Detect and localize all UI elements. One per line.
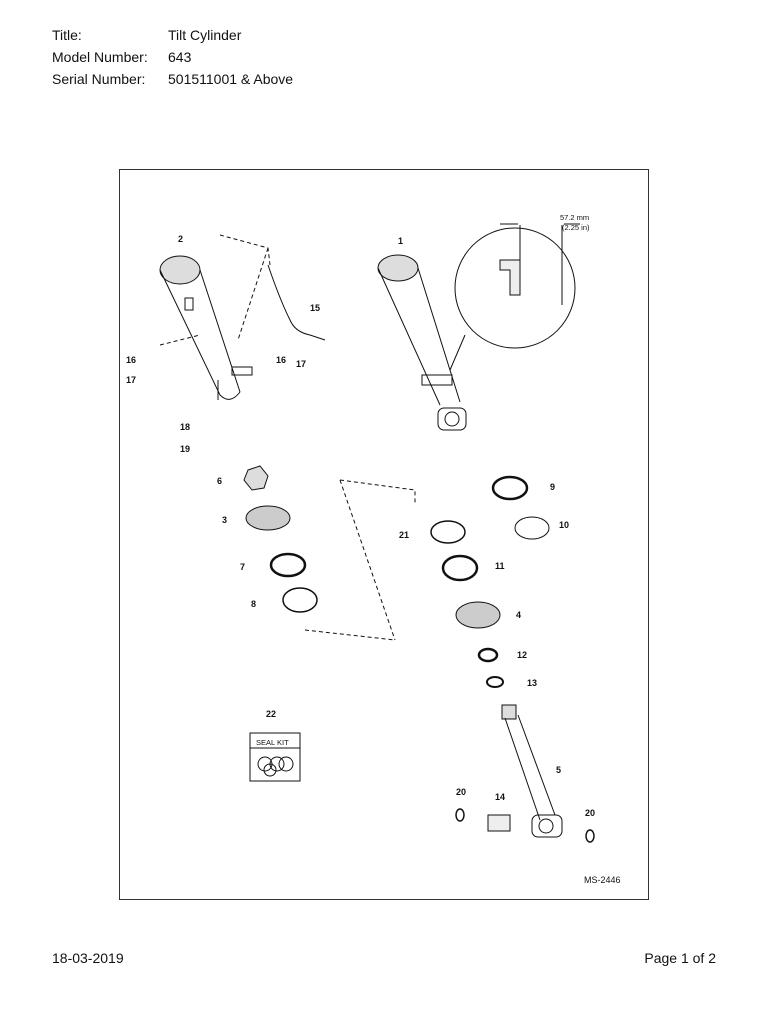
- callout-13: 13: [527, 678, 537, 688]
- title-key: Title:: [52, 27, 82, 43]
- callout-1: 1: [398, 236, 403, 246]
- seal-kit-box: [249, 732, 301, 782]
- piston-part-4: [455, 601, 501, 629]
- dimension-in: (2.25 in): [562, 223, 590, 232]
- serial-value: 501511001 & Above: [168, 71, 294, 87]
- callout-17a: 17: [126, 375, 136, 385]
- callout-8: 8: [251, 599, 256, 609]
- callout-22: 22: [266, 709, 276, 719]
- hydraulic-tube-part-15: [267, 264, 326, 341]
- callout-15: 15: [310, 303, 320, 313]
- nut-part-6: [243, 465, 269, 491]
- callout-6: 6: [217, 476, 222, 486]
- callout-21: 21: [399, 530, 409, 540]
- callout-16b: 16: [276, 355, 286, 365]
- callout-19: 19: [180, 444, 190, 454]
- callout-20a: 20: [456, 787, 466, 797]
- dimension-mm: 57.2 mm: [560, 213, 589, 222]
- rod-part-5: [501, 704, 563, 838]
- detail-circle: [454, 227, 576, 349]
- callout-5: 5: [556, 765, 561, 775]
- callout-16a: 16: [126, 355, 136, 365]
- callout-9: 9: [550, 482, 555, 492]
- drawing-code: MS-2446: [584, 875, 621, 885]
- title-value: Tilt Cylinder: [168, 27, 242, 43]
- seal-kit-label: SEAL KIT: [256, 738, 289, 747]
- model-value: 643: [168, 49, 192, 65]
- callout-7: 7: [240, 562, 245, 572]
- callout-11: 11: [495, 561, 505, 571]
- callout-2: 2: [178, 234, 183, 244]
- serial-key: Serial Number:: [52, 71, 146, 87]
- callout-20b: 20: [585, 808, 595, 818]
- assembled-cylinder-part-1: [377, 254, 467, 431]
- callout-14: 14: [495, 792, 505, 802]
- footer-date: 18-03-2019: [52, 950, 124, 966]
- callout-10: 10: [559, 520, 569, 530]
- callout-18: 18: [180, 422, 190, 432]
- barrel-part-2: [159, 255, 253, 400]
- callout-4: 4: [516, 610, 521, 620]
- head-part-3: [245, 505, 291, 531]
- model-key: Model Number:: [52, 49, 148, 65]
- tilt-cylinder-exploded-diagram: 2 1 15 16 17 16 17 18 19 6 3 7 8 9 10 21…: [126, 213, 621, 885]
- callout-17b: 17: [296, 359, 306, 369]
- parts-diagram-frame: 2 1 15 16 17 16 17 18 19 6 3 7 8 9 10 21…: [119, 169, 649, 900]
- footer-page-number: Page 1 of 2: [644, 950, 716, 966]
- callout-3: 3: [222, 515, 227, 525]
- callout-12: 12: [517, 650, 527, 660]
